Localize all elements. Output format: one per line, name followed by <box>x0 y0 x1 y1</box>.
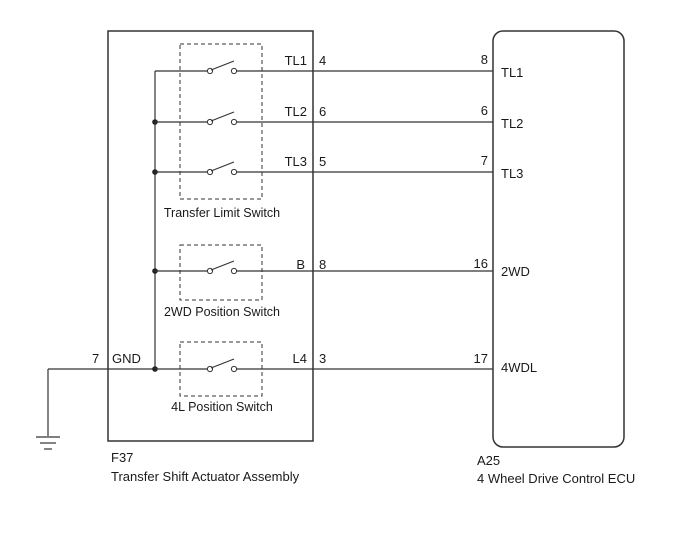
ground-icon <box>36 436 60 450</box>
4l-position-switch-label: 4L Position Switch <box>171 400 273 414</box>
right-pin-tl3: 7 <box>481 153 488 168</box>
left-pin-b: 8 <box>319 257 326 272</box>
ground-signal: GND <box>112 351 141 366</box>
right-signal-2wd: 2WD <box>501 264 530 279</box>
right-pin-tl2: 6 <box>481 103 488 118</box>
right-pin-4wdl: 17 <box>474 351 488 366</box>
left-pin-l4: 3 <box>319 351 326 366</box>
left-pin-tl1: 4 <box>319 53 326 68</box>
right-pin-2wd: 16 <box>474 256 488 271</box>
left-component-name: Transfer Shift Actuator Assembly <box>111 469 300 484</box>
switch-symbol-tl3 <box>206 161 238 177</box>
left-signal-b: B <box>296 257 305 272</box>
left-signal-tl2: TL2 <box>285 104 307 119</box>
transfer-limit-switch-label: Transfer Limit Switch <box>164 206 280 220</box>
switch-symbol-2wd <box>206 260 238 276</box>
left-signal-tl1: TL1 <box>285 53 307 68</box>
switch-symbol-tl2 <box>206 111 238 127</box>
transfer-shift-actuator-box <box>107 30 314 442</box>
right-component-code: A25 <box>477 453 500 468</box>
right-signal-4wdl: 4WDL <box>501 360 537 375</box>
left-pin-tl3: 5 <box>319 154 326 169</box>
right-pin-tl1: 8 <box>481 52 488 67</box>
left-signal-l4: L4 <box>293 351 307 366</box>
left-component-code: F37 <box>111 450 133 465</box>
switch-symbol-tl1 <box>206 60 238 76</box>
2wd-position-switch-group <box>179 244 263 301</box>
right-signal-tl3: TL3 <box>501 166 523 181</box>
ecu-box <box>492 30 625 448</box>
left-signal-tl3: TL3 <box>285 154 307 169</box>
left-pin-tl2: 6 <box>319 104 326 119</box>
right-component-name: 4 Wheel Drive Control ECU <box>477 471 635 486</box>
right-signal-tl1: TL1 <box>501 65 523 80</box>
switch-symbol-4l <box>206 358 238 374</box>
right-signal-tl2: TL2 <box>501 116 523 131</box>
2wd-position-switch-label: 2WD Position Switch <box>164 305 280 319</box>
ground-pin: 7 <box>92 351 99 366</box>
